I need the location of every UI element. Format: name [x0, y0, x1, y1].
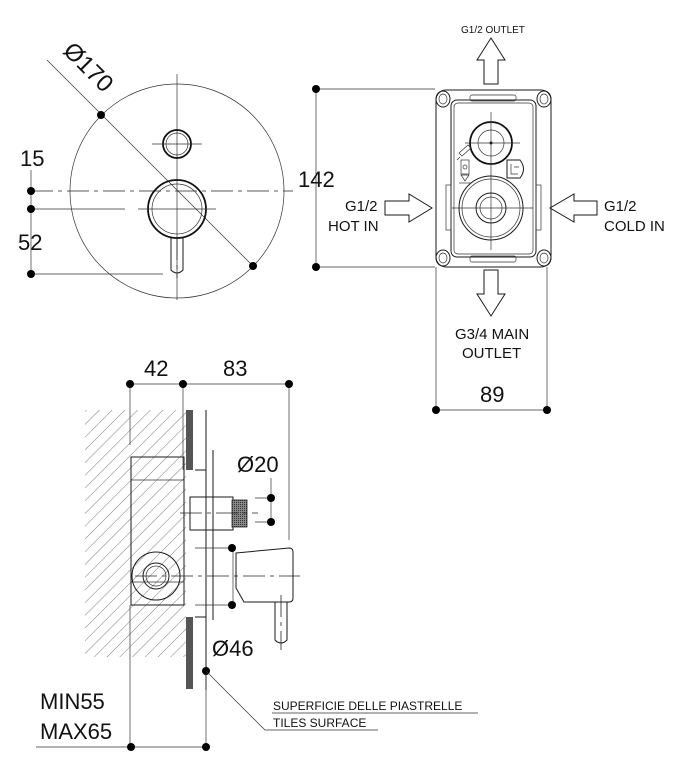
hot-in-label-2: HOT IN — [328, 218, 379, 235]
bottom-port-tab — [469, 255, 517, 263]
right-side-tab — [535, 184, 542, 231]
box-inner — [450, 99, 537, 258]
dim-dot — [267, 518, 275, 526]
main-outlet-label-1: G3/4 MAIN — [455, 326, 529, 343]
handle-diameter-label: Ø46 — [212, 636, 254, 661]
box-depth-label: 42 — [144, 356, 168, 381]
spout-diameter-label: Ø20 — [237, 452, 279, 477]
tile-layer — [186, 410, 193, 470]
dim-dot — [202, 743, 210, 751]
install-max-label: MAX65 — [40, 719, 112, 744]
cartridge-port-side — [131, 551, 181, 601]
mounting-ear — [435, 249, 451, 267]
dim-dot — [179, 380, 187, 388]
dim-dot — [312, 263, 320, 271]
dim-dot — [312, 85, 320, 93]
dim-dot — [249, 262, 257, 270]
mixer-handle-side — [235, 547, 294, 603]
diverter-spindle — [189, 496, 234, 531]
dim-dot — [543, 406, 551, 414]
top-port-tab — [469, 94, 517, 102]
dim-dot — [27, 270, 35, 278]
cartridge-port-side-core — [145, 565, 167, 587]
front-view: Ø170 15 52 — [18, 37, 293, 300]
top-outlet-arrow — [476, 37, 506, 85]
left-side-tab — [445, 184, 452, 231]
top-outlet-label: G1/2 OUTLET — [461, 25, 525, 36]
shower-icon — [456, 144, 472, 161]
box-inner-edge — [453, 102, 534, 255]
brand-logo-icon — [506, 159, 524, 179]
surface-leader — [205, 670, 378, 731]
width-label: 89 — [480, 382, 504, 407]
tile-layer — [186, 617, 193, 689]
diameter-label: Ø170 — [58, 37, 119, 98]
valve-symbol-icon — [459, 159, 471, 184]
cold-in-label-2: COLD IN — [604, 218, 665, 235]
diverter-knurl — [231, 499, 248, 528]
box-body-side — [130, 456, 185, 606]
main-outlet-label-2: OUTLET — [462, 345, 521, 362]
box-outer — [435, 89, 552, 268]
dim-dot — [27, 187, 35, 195]
dim-dot — [126, 380, 134, 388]
box-view: 142 — [298, 25, 665, 414]
diameter-leader — [46, 59, 254, 267]
dim-dot — [127, 743, 135, 751]
dim-dot — [228, 544, 236, 552]
hot-in-label-1: G1/2 — [345, 198, 378, 215]
dim-dot — [97, 111, 105, 119]
wall-section — [85, 410, 186, 657]
cold-in-label-1: G1/2 — [604, 198, 637, 215]
mounting-ear — [536, 249, 552, 267]
dim-dot — [432, 406, 440, 414]
dim-dot — [267, 494, 275, 502]
mounting-ear — [536, 90, 552, 108]
mixer-lever — [170, 238, 184, 274]
offset-upper-label: 15 — [20, 146, 44, 171]
surface-label-it: SUPERFICIE DELLE PIASTRELLE — [273, 699, 462, 713]
hot-in-arrow — [384, 193, 433, 223]
height-label: 142 — [298, 167, 335, 192]
mounting-ear — [435, 90, 451, 108]
offset-lower-label: 52 — [18, 230, 42, 255]
main-outlet-arrow — [476, 269, 506, 317]
projection-depth-label: 83 — [223, 356, 247, 381]
side-view: Ø20 Ø46 42 83 MIN55 MAX65 — [36, 356, 478, 751]
dim-dot — [285, 380, 293, 388]
cold-in-arrow — [549, 193, 598, 223]
cartridge-port-side-inner — [142, 562, 170, 590]
dim-dot — [27, 205, 35, 213]
install-min-label: MIN55 — [40, 689, 105, 714]
dim-dot — [228, 601, 236, 609]
surface-label-en: TILES SURFACE — [273, 716, 366, 730]
